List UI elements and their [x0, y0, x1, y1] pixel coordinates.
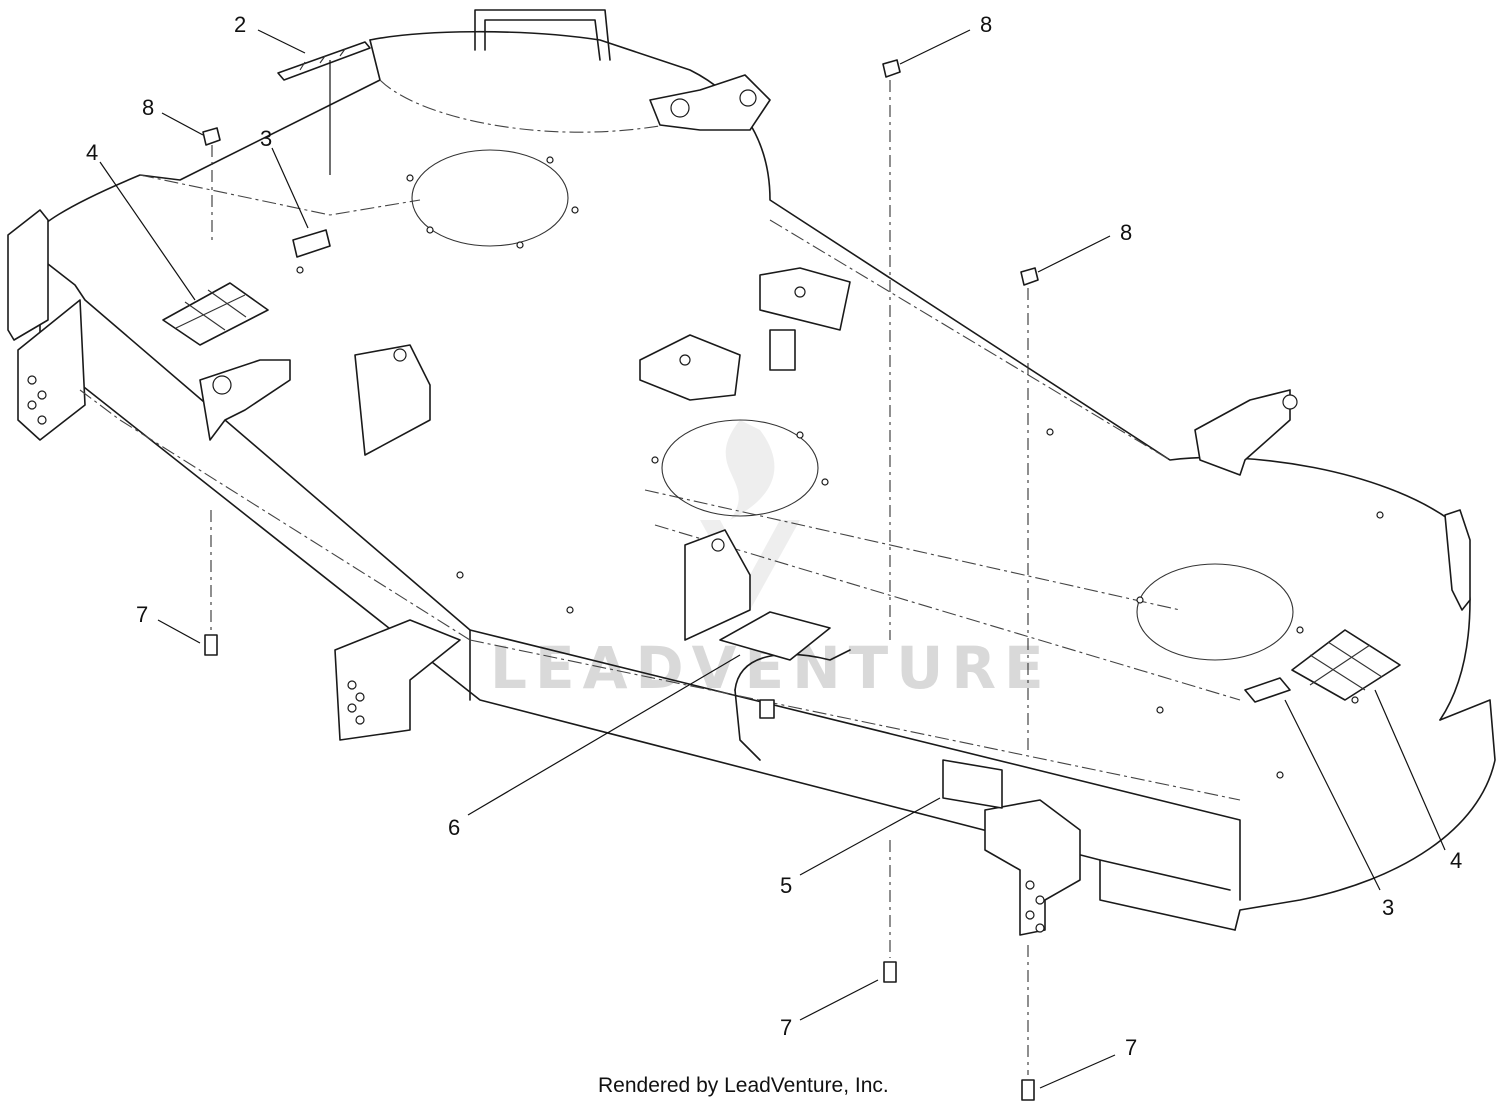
belt-guide [639, 334, 741, 401]
flange-nut-8-center [882, 59, 901, 640]
callout-4: 4 [86, 140, 98, 165]
callout-3: 3 [260, 126, 272, 151]
callout-5: 5 [780, 873, 792, 898]
callout-8: 8 [1120, 220, 1132, 245]
decal-part-3-left [292, 229, 331, 258]
callout-7: 7 [136, 602, 148, 627]
decal-part-4-left [162, 282, 269, 346]
callout-6: 6 [448, 815, 460, 840]
callout-7: 7 [780, 1015, 792, 1040]
deck-holes [296, 156, 1384, 779]
callout-8: 8 [980, 12, 992, 37]
front-arm-left [199, 359, 291, 441]
decals [162, 41, 1401, 809]
decal-part-5 [942, 759, 1003, 809]
callout-3: 3 [1382, 895, 1394, 920]
flange-nut-8-left [202, 127, 221, 240]
decal-part-2 [277, 41, 371, 81]
decal-part-4-right [1291, 629, 1401, 701]
front-arm-right [1194, 389, 1291, 476]
front-hitch-right [984, 799, 1081, 936]
idler-pad [759, 267, 851, 331]
callout-8: 8 [142, 95, 154, 120]
hardware [202, 59, 1039, 1101]
front-hitch-left [334, 619, 461, 741]
flange-nut-8-right [1020, 267, 1039, 750]
callout-4: 4 [1450, 848, 1462, 873]
callout-7: 7 [1125, 1035, 1137, 1060]
decal-part-6 [719, 611, 831, 661]
bolt-7-center [883, 840, 897, 983]
callout-labels: 2 3 4 8 8 8 7 7 7 6 5 3 4 [86, 12, 1462, 1060]
callout-2: 2 [234, 12, 246, 37]
rear-hanger-left [354, 344, 431, 456]
bolt-7-left [204, 510, 218, 656]
mower-deck [7, 9, 1496, 936]
spindle-opening-center [661, 419, 819, 517]
rear-hanger-center [684, 529, 751, 641]
decal-part-3-right [1244, 677, 1291, 703]
footer-credit: Rendered by LeadVenture, Inc. [598, 1074, 889, 1097]
spindle-opening-left [411, 149, 569, 247]
watermark: LEADVENTURE [490, 420, 1044, 702]
bolt-7-right [1021, 945, 1035, 1101]
spindle-opening-right [1136, 563, 1294, 661]
leader-lines [99, 29, 1446, 1089]
